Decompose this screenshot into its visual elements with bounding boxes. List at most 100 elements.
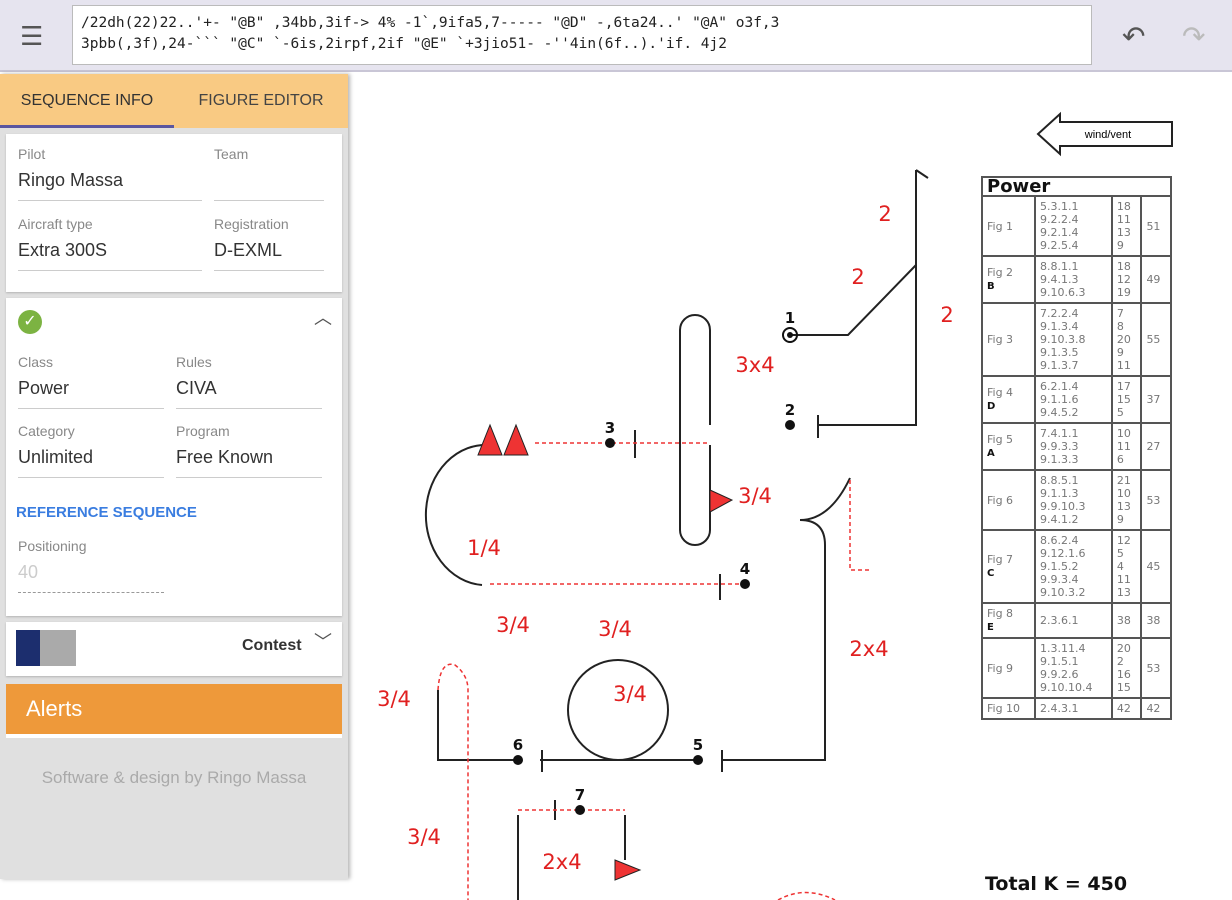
catalog-cell: 7.2.2.4 9.1.3.4 9.10.3.8 9.1.3.5 9.1.3.7 [1034,302,1113,377]
k-cell: 18 11 13 9 [1110,195,1143,257]
figure-paths [424,169,929,900]
fig-letter: A [987,448,995,459]
figure-dot [605,438,615,448]
redo-icon[interactable]: ↷ [1182,21,1206,52]
chevron-down-icon[interactable]: ﹀ [314,632,332,652]
k-cell: 38 [1110,602,1143,639]
value: Power [18,378,164,409]
figure-number[interactable]: 3 [605,419,615,437]
figure-number[interactable]: 4 [740,560,750,578]
wind-label: wind/vent [1084,129,1131,141]
value: 40 [18,562,164,593]
label: Rules [176,354,212,370]
k-cell: 21 10 13 9 [1110,469,1143,531]
figure-dot [575,805,585,815]
total-cell: 55 [1140,302,1172,377]
catalog-cell: 2.4.3.1 [1034,697,1113,720]
table-row[interactable]: Fig 3 7.2.2.4 9.1.3.4 9.10.3.8 9.1.3.5 9.… [981,302,1172,377]
menu-icon[interactable]: ☰ [20,21,44,51]
total-k: Total K = 450 [985,873,1128,895]
catalog-cell: 7.4.1.1 9.9.3.3 9.1.3.3 [1034,422,1113,471]
fig-cell: Fig 10 [981,697,1036,720]
k-cell: 17 15 5 [1110,375,1143,424]
dashed-paths [437,442,870,900]
table-title: Power [981,176,1172,197]
fig-name: Fig 2 [987,266,1014,279]
tab-figure-editor[interactable]: FIGURE EDITOR [198,92,324,109]
fig-name: Fig 9 [987,661,1014,675]
value [214,170,324,201]
k-cell: 12 5 4 11 13 [1110,529,1143,604]
contest-card[interactable]: Contest ﹀ [6,622,342,676]
label: Category [18,423,75,439]
tab-sequence-info[interactable]: SEQUENCE INFO [0,74,174,128]
figure-number[interactable]: 1 [785,309,795,327]
figure-number[interactable]: 5 [693,736,703,754]
undo-icon[interactable]: ↶ [1122,21,1146,52]
figure-number[interactable]: 6 [513,736,523,754]
fig-name: Fig 6 [987,493,1014,507]
value: CIVA [176,378,322,409]
fig-name: Fig 8 [987,607,1014,620]
fig-cell: Fig 9 [981,637,1036,699]
footer-credit: Software & design by Ringo Massa [41,768,307,787]
figure-number[interactable]: 7 [575,786,585,804]
catalog-cell: 8.8.5.1 9.1.1.3 9.9.10.3 9.4.1.2 [1034,469,1113,531]
figure-number[interactable]: 2 [785,401,795,419]
total-cell: 42 [1140,697,1172,720]
rotation-label: 1/4 [467,536,501,560]
start-marker [782,327,798,343]
team-field[interactable]: Team [214,146,324,201]
catalog-cell: 8.6.2.4 9.12.1.6 9.1.5.2 9.9.3.4 9.10.3.… [1034,529,1113,604]
positioning-field[interactable]: Positioning 40 [18,538,164,593]
fig-cell: Fig 3 [981,302,1036,377]
chevron-up-icon[interactable]: ︿ [314,308,332,328]
figure-dot [513,755,523,765]
label: Program [176,423,230,439]
fig-letter: B [987,281,995,292]
top-toolbar: ☰ /22dh(22)22..'+- "@B" ,34bb,3if-> 4% -… [0,0,1232,72]
rotation-label: 2x4 [542,850,581,874]
red-triangles [477,423,734,881]
total-cell: 27 [1140,422,1172,471]
fai-logo [16,630,76,666]
alerts-bar[interactable]: Alerts [6,684,342,738]
label: Registration [214,216,289,232]
sequence-text-input[interactable]: /22dh(22)22..'+- "@B" ,34bb,3if-> 4% -1`… [72,5,1092,65]
total-cell: 37 [1140,375,1172,424]
rotation-label: 3/4 [377,687,411,711]
k-cell: 42 [1110,697,1143,720]
total-cell: 53 [1140,637,1172,699]
rotation-label: 2 [851,265,864,289]
contest-label: Contest [242,637,302,654]
fig-name: Fig 3 [987,333,1014,346]
reference-sequence-link[interactable]: REFERENCE SEQUENCE [16,504,197,521]
total-cell: 53 [1140,469,1172,531]
check-icon: ✓ [18,310,42,334]
catalog-cell: 8.8.1.1 9.4.1.3 9.10.6.3 [1034,255,1113,304]
rotation-label: 3/4 [496,613,530,637]
label: Pilot [18,146,46,162]
label: Positioning [18,538,87,554]
